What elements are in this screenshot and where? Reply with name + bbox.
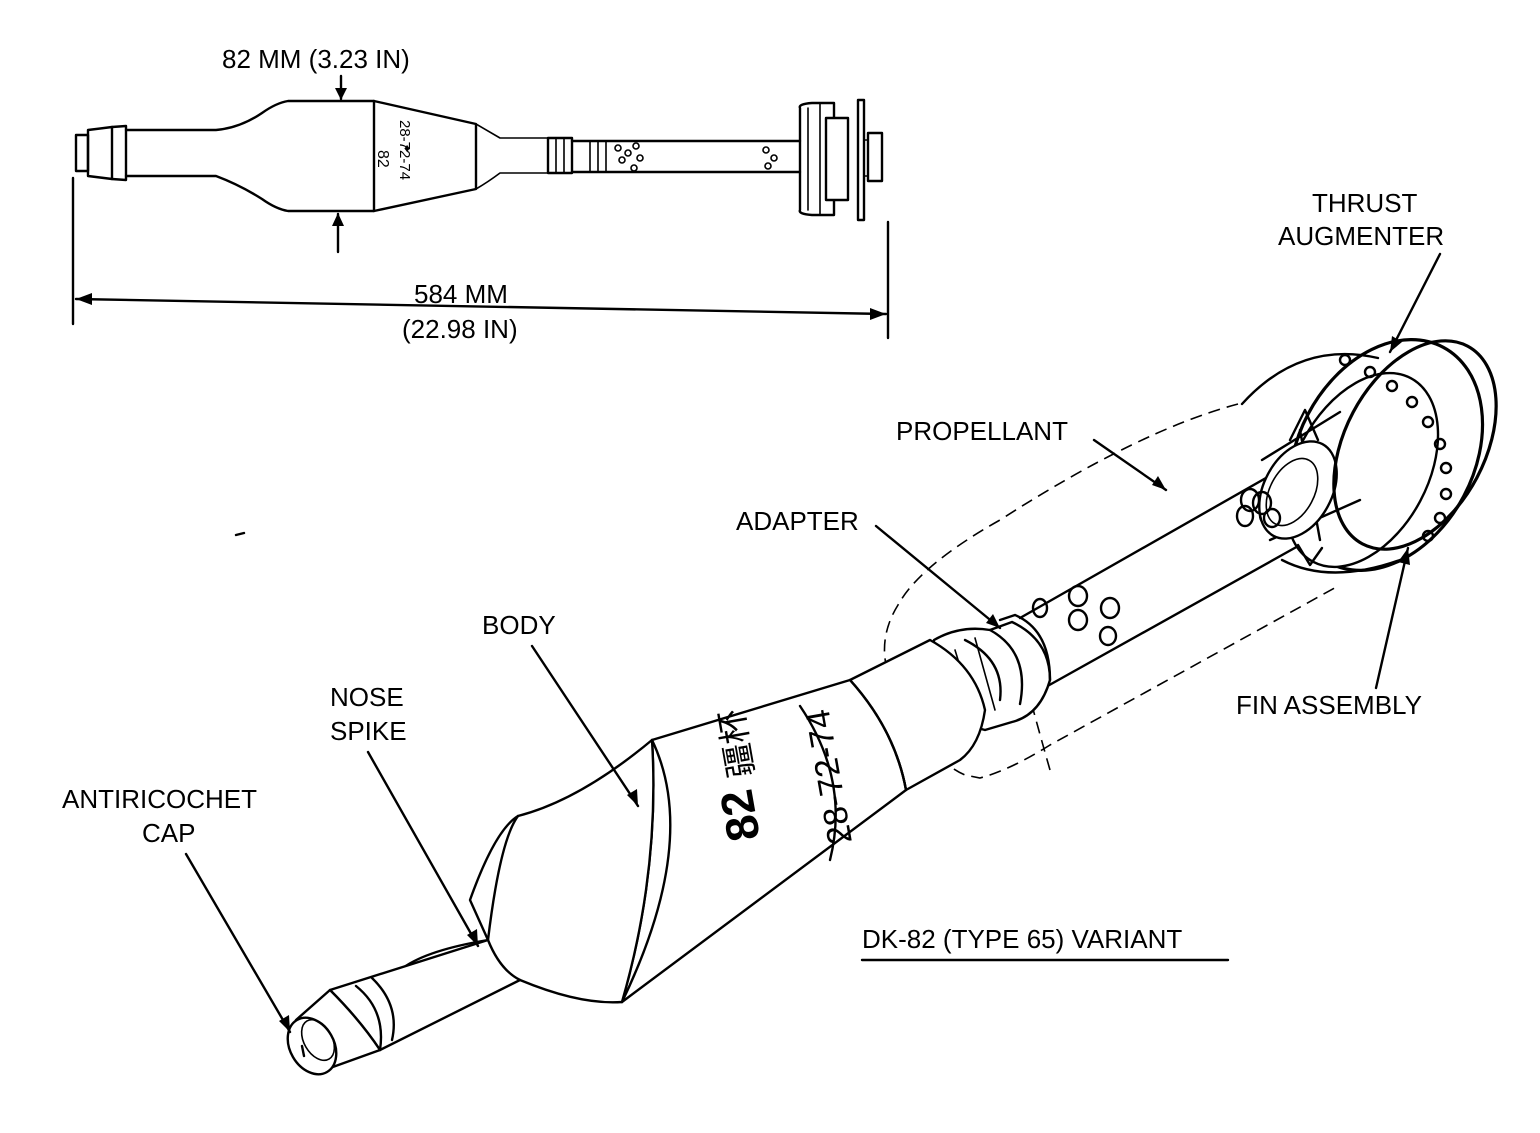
- propellant-leader: [1092, 438, 1168, 492]
- thrust-augmenter: [1332, 339, 1498, 551]
- side-view-caliber-marking: 82: [374, 150, 391, 168]
- diameter-label: 82 MM (3.23 IN): [222, 44, 410, 74]
- side-view-nose: [86, 125, 114, 181]
- fin-assembly: [1235, 338, 1485, 574]
- antiricochet-cap-leader: [184, 852, 292, 1034]
- side-view-neck: [124, 99, 376, 213]
- side-view-cap: [74, 133, 90, 173]
- thrust-augmenter-leader: [1388, 252, 1442, 354]
- side-view-glyph: ♦: [404, 141, 410, 155]
- antiricochet-cap-label-2: CAP: [142, 818, 195, 848]
- adapter-leader: [874, 524, 1002, 630]
- side-view-tube: [570, 139, 802, 174]
- side-view-body-cone: [372, 99, 478, 213]
- variant-caption: DK-82 (TYPE 65) VARIANT: [862, 924, 1182, 954]
- thrust-augmenter-label-1: THRUST: [1312, 188, 1418, 218]
- side-view-thrust-augmenter: [856, 98, 866, 222]
- body: [385, 738, 655, 1012]
- fin-assembly-label: FIN ASSEMBLY: [1236, 690, 1422, 720]
- nose-spike-label-1: NOSE: [330, 682, 404, 712]
- nose-spike-leader: [366, 750, 480, 948]
- stray-mark: [234, 531, 246, 537]
- length-dimension-line: [74, 297, 888, 316]
- propellant-label: PROPELLANT: [896, 416, 1068, 446]
- side-view: 82 28-72-74 ♦ 82 MM (3.23 IN) 584 MM (22…: [71, 44, 890, 344]
- adapter-label: ADAPTER: [736, 506, 859, 536]
- body-caliber-marking: 82: [710, 786, 770, 845]
- body-label: BODY: [482, 610, 556, 640]
- propellant-tube: [1018, 468, 1302, 690]
- body-leader: [530, 644, 640, 808]
- side-view-fin-assembly: [798, 101, 836, 217]
- side-view-adapter: [546, 136, 574, 175]
- side-view-vent-holes: [614, 142, 778, 172]
- thrust-augmenter-label-2: AUGMENTER: [1278, 221, 1444, 251]
- antiricochet-cap-label-1: ANTIRICOCHET: [62, 784, 257, 814]
- fin-assembly-leader: [1374, 546, 1410, 690]
- propellant-outline: [883, 403, 1341, 779]
- antiricochet-cap: [286, 988, 382, 1076]
- length-label-mm: 584 MM: [414, 279, 508, 309]
- nose-spike-label-2: SPIKE: [330, 716, 407, 746]
- length-label-in: (22.98 IN): [402, 314, 518, 344]
- callouts: THRUST AUGMENTER PROPELLANT ADAPTER BODY…: [62, 188, 1444, 1034]
- side-view-nose-collar: [110, 124, 128, 182]
- isometric-view: 82 疆杯 28-72-74: [286, 338, 1498, 1076]
- side-view-code-marking: 28-72-74: [396, 120, 413, 180]
